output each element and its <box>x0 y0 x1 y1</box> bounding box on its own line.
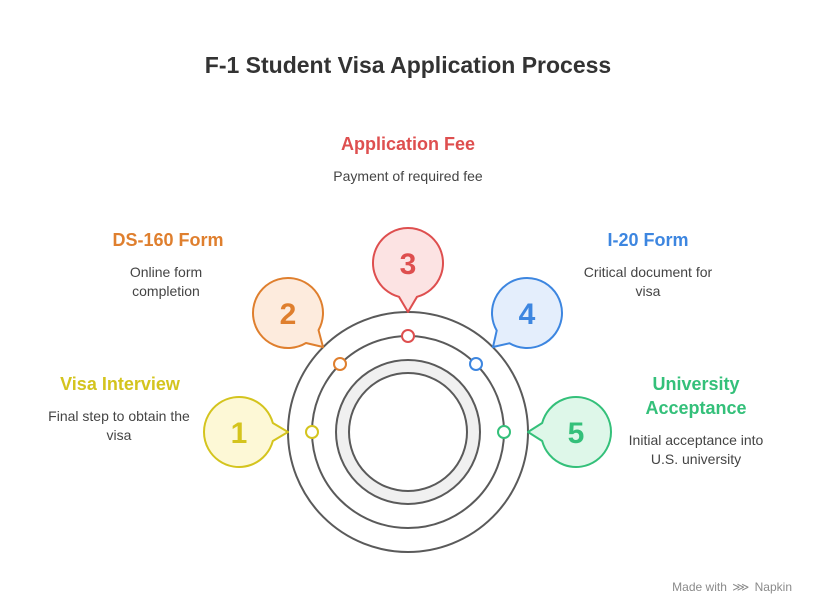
step-5-description: Initial acceptance into U.S. university <box>628 432 764 467</box>
footer: Made with ⋙ Napkin <box>672 580 792 594</box>
brand-label: Napkin <box>754 580 792 594</box>
step-1-heading: Visa Interview <box>60 374 180 394</box>
step-3-ring-marker <box>401 329 415 343</box>
step-3-heading: Application Fee <box>340 134 475 154</box>
step-3-number: 3 <box>400 248 417 281</box>
step-2-heading: DS-160 Form <box>112 230 224 250</box>
step-1-bubble <box>203 396 289 468</box>
made-with-label: Made with <box>672 580 727 594</box>
step-5-bubble <box>527 396 612 468</box>
page-title: F-1 Student Visa Application Process <box>204 52 612 78</box>
step-4-ring-marker <box>469 357 483 371</box>
step-5-number: 5 <box>568 417 585 450</box>
step-4-number: 4 <box>519 298 536 331</box>
step-2-description: Online form completion <box>129 264 203 299</box>
step-4-description: Critical document for visa <box>583 264 713 299</box>
step-3-description: Payment of required fee <box>333 168 483 184</box>
step-4-bubble <box>491 277 563 349</box>
step-4-heading: I-20 Form <box>607 230 689 250</box>
step-1-ring-marker <box>305 425 319 439</box>
step-2-ring-marker <box>333 357 347 371</box>
step-1-number: 1 <box>231 417 248 450</box>
core-ring <box>348 372 468 492</box>
step-2-number: 2 <box>280 298 297 331</box>
step-5-heading: University Acceptance <box>645 374 747 418</box>
step-2-bubble <box>252 277 324 349</box>
step-3-bubble <box>372 227 444 313</box>
step-1-description: Final step to obtain the visa <box>48 408 190 443</box>
step-5-ring-marker <box>497 425 511 439</box>
napkin-logo-icon: ⋙ <box>732 580 750 594</box>
